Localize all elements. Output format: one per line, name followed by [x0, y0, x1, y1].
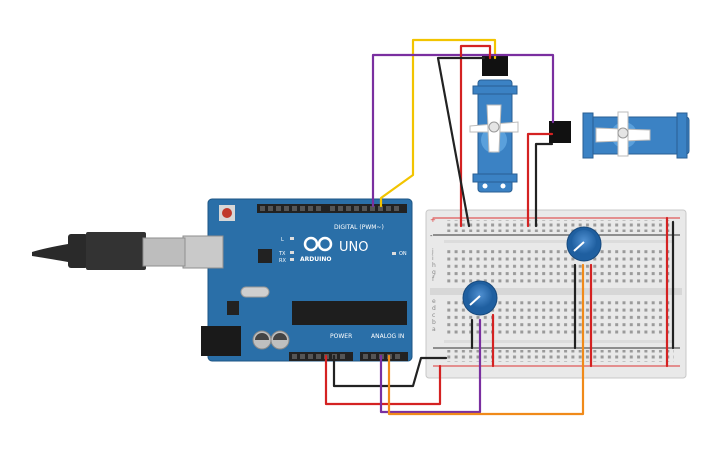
crystal	[240, 286, 270, 298]
wire-black-gnd[interactable]	[332, 354, 448, 388]
breadboard: + - j i h g f e d c b a	[425, 209, 687, 379]
svg-text:g: g	[432, 269, 436, 276]
wire-black-servo-horizontal[interactable]	[534, 142, 554, 228]
svg-text:f: f	[432, 276, 435, 283]
servo-vertical-connector	[482, 56, 508, 76]
arduino-uno-board: DIGITAL (PWM~) UNO ARDUINO L TX RX ON PO…	[182, 198, 413, 362]
wire-red-servo-vertical[interactable]	[459, 44, 492, 228]
analog-header-label: ANALOG IN	[371, 333, 404, 340]
atmega-chip	[292, 301, 407, 325]
servo-horizontal	[549, 111, 690, 159]
rail-plus-label: +	[430, 216, 436, 224]
row-letters-top: j i h g f	[431, 248, 436, 283]
power-header-label: POWER	[330, 333, 352, 340]
board-model-label: UNO	[339, 240, 368, 255]
wire-purple-a0[interactable]	[379, 318, 482, 414]
top-power-rail: + -	[430, 216, 680, 240]
wire-red-5v[interactable]	[324, 354, 442, 406]
center-channel	[430, 288, 682, 295]
row-letters-bottom: e d c b a	[432, 298, 436, 333]
potentiometer-2[interactable]	[566, 226, 602, 262]
voltage-regulator	[227, 301, 239, 315]
svg-text:h: h	[432, 262, 436, 269]
wire-purple-signal-servo[interactable]	[371, 53, 555, 208]
board-brand-label: ARDUINO	[300, 256, 331, 263]
led-tx-label: TX	[278, 251, 286, 257]
usb-cable	[32, 232, 186, 270]
svg-text:e: e	[432, 298, 436, 305]
rail-minus-label: -	[430, 232, 433, 240]
svg-text:a: a	[432, 326, 436, 333]
svg-text:d: d	[432, 305, 436, 312]
wire-orange-a1[interactable]	[387, 263, 585, 416]
svg-text:i: i	[432, 255, 434, 262]
servo-vertical	[469, 56, 519, 193]
potentiometer-1[interactable]	[462, 280, 498, 316]
bottom-power-rail	[433, 347, 680, 367]
reset-button[interactable]	[222, 208, 232, 218]
digital-header-label: DIGITAL (PWM~)	[334, 224, 384, 231]
svg-text:j: j	[431, 248, 434, 255]
led-on-label: ON	[399, 251, 407, 257]
servo-horizontal-connector	[549, 121, 571, 143]
led-l-label: L	[281, 237, 284, 243]
wire-black-servo-vertical[interactable]	[436, 56, 486, 228]
usb-port	[182, 235, 224, 269]
wire-red-servo-horizontal[interactable]	[526, 132, 554, 228]
arduino-logo	[303, 236, 333, 252]
svg-text:b: b	[432, 319, 436, 326]
terminal-block-top	[444, 248, 674, 285]
svg-text:c: c	[432, 312, 435, 319]
wire-yellow-signal[interactable]	[379, 38, 497, 208]
led-rx-label: RX	[279, 258, 286, 264]
dc-power-jack	[201, 326, 241, 356]
usb-chip	[258, 249, 272, 263]
